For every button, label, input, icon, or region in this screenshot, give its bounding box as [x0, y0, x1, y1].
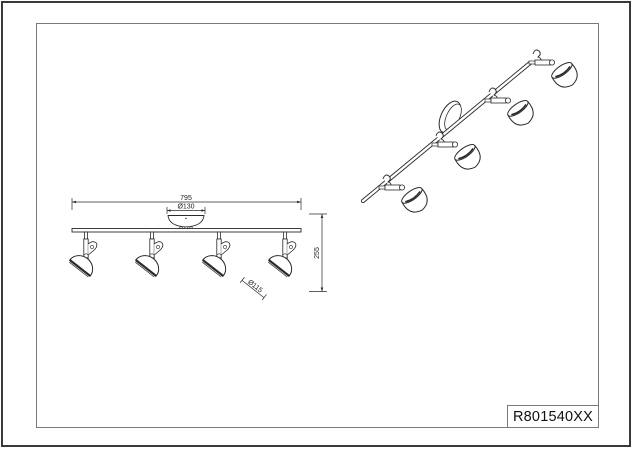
- dimension-overall-length: 795: [71, 195, 302, 210]
- article-number-box: R801540XX: [507, 405, 599, 428]
- spot-3: [200, 230, 232, 279]
- iso-spot-4: [528, 49, 584, 93]
- spot-4: [266, 230, 298, 279]
- iso-spot-3: [484, 87, 540, 131]
- spot-2: [133, 230, 165, 279]
- dim-795-label: 795: [180, 195, 192, 202]
- iso-spot-1: [378, 174, 434, 218]
- dimension-canopy-diameter: Ø130: [166, 204, 206, 214]
- spot-1: [67, 230, 99, 279]
- dim-255-label: 255: [314, 247, 321, 259]
- canopy: [167, 215, 205, 230]
- track-bar: [71, 228, 302, 233]
- front-view: 795 Ø130: [67, 195, 327, 301]
- article-number: R801540XX: [513, 408, 593, 425]
- dimension-shade-diameter: Ø115: [239, 277, 267, 301]
- isometric-view: [360, 49, 584, 218]
- inner-frame: [36, 23, 599, 428]
- dim-130-label: Ø130: [177, 204, 194, 211]
- iso-track-bar: [360, 60, 533, 204]
- dimension-overall-height: 255: [309, 213, 327, 292]
- iso-spot-2: [431, 131, 487, 175]
- dim-115-label: Ø115: [246, 279, 263, 295]
